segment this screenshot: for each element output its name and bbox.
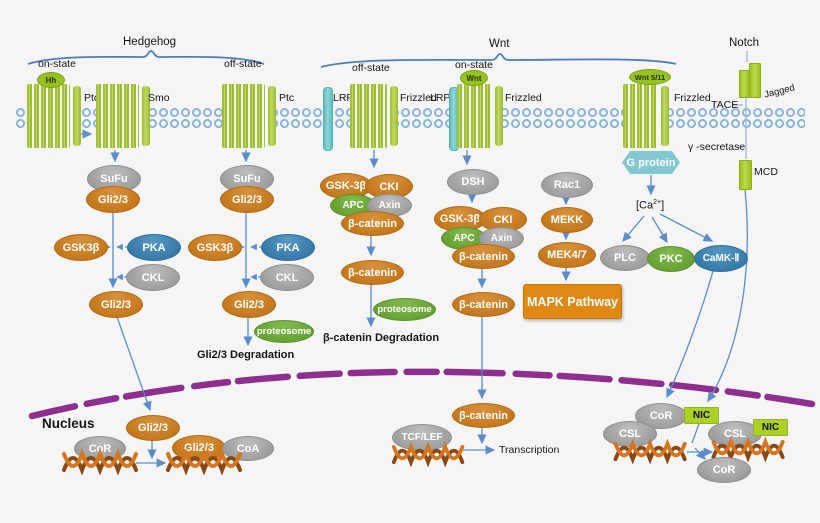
frizzled-nc-helices	[623, 84, 658, 148]
frizzled-receptor-noncanonical	[623, 84, 669, 148]
pka-node-on: PKA	[127, 234, 181, 261]
ptc-off-helices	[222, 84, 265, 148]
calcium-open: [Ca	[636, 199, 654, 212]
camk2-node: CaMK-Ⅱ	[694, 245, 748, 272]
hedgehog-off-state-label: off-state	[224, 58, 262, 70]
gamma-secretase-label: γ -secretase	[688, 141, 746, 153]
hh-ligand: Hh	[37, 72, 65, 88]
wnt-cki-off: CKI	[365, 174, 413, 199]
pkc-node: PKC	[647, 246, 695, 272]
jagged-ligand	[749, 63, 761, 98]
gli23-dna-node: Gli2/3	[172, 435, 226, 461]
frizzled-on-bar	[495, 86, 503, 146]
smo-receptor-helices	[96, 84, 139, 148]
frizzled-nc-bar	[661, 86, 669, 146]
transcription-label: Transcription	[499, 444, 560, 456]
frizzled-label-nc: Frizzled	[674, 92, 711, 104]
ptc-label-on: Ptc	[84, 92, 100, 104]
wnt-brace	[320, 53, 677, 68]
ckl-node-on: CKL	[126, 264, 180, 291]
dsh-node: DSH	[447, 169, 499, 195]
ptc-receptor-off	[222, 84, 276, 148]
proteosome-node-hh: proteosome	[254, 320, 314, 343]
wnt-bcatenin-free-on: β-catenin	[452, 292, 515, 317]
wnt-bcatenin-complex-on: β-catenin	[452, 244, 515, 269]
plc-node: PLC	[600, 245, 650, 271]
wnt-bcatenin-complex-off: β-catenin	[341, 211, 404, 236]
pka-node-off: PKA	[261, 234, 315, 261]
hedgehog-brace	[27, 50, 265, 65]
gli23-degradation-label: Gli2/3 Degradation	[197, 349, 295, 361]
gsk3b-node-off: GSK3β	[188, 234, 242, 261]
ptc-receptor-on	[27, 84, 81, 148]
ptc-receptor-bar	[73, 86, 81, 146]
nuclear-gli23-node: Gli2/3	[126, 415, 180, 441]
cor-displaced-node: CoR	[697, 457, 751, 483]
smo-receptor	[96, 84, 150, 148]
dna-helix-4	[613, 439, 687, 464]
calcium-label: [Ca2+]	[636, 199, 664, 212]
bcatenin-degradation-label: β-catenin Degradation	[323, 332, 440, 344]
wnt-title: Wnt	[489, 38, 510, 50]
rac1-node: Rac1	[541, 172, 593, 198]
ptc-receptor-helices	[27, 84, 70, 148]
hedgehog-title: Hedgehog	[123, 36, 177, 48]
dna-helix-3	[391, 442, 465, 467]
smo-receptor-bar	[142, 86, 150, 146]
mek47-node: MEK4/7	[538, 242, 596, 268]
frizzled-label-on: Frizzled	[505, 92, 542, 104]
g-protein-node: G protein	[622, 151, 680, 174]
lrp-receptor-off	[323, 87, 333, 151]
frizzled-off-helices	[350, 84, 387, 148]
nuclear-bcatenin-node: β-catenin	[452, 403, 515, 428]
tcflef-node: TCF/LEF	[392, 424, 452, 451]
gli23-node-off: Gli2/3	[220, 186, 274, 213]
mcd-fragment	[739, 160, 752, 190]
tace-label: TACE	[711, 99, 739, 111]
smo-label: Smo	[148, 92, 170, 104]
frizzled-label-off: Frizzled	[400, 92, 437, 104]
mapk-pathway-box: MAPK Pathway	[523, 284, 622, 319]
mekk-node: MEKK	[541, 207, 593, 233]
ckl-node-off: CKL	[260, 264, 314, 291]
frizzled-receptor-on	[457, 84, 503, 148]
cell-membrane	[15, 107, 805, 129]
frizzled-receptor-off	[350, 84, 398, 148]
frizzled-on-helices	[457, 84, 492, 148]
gli23-node-on: Gli2/3	[86, 186, 140, 213]
nucleus-label: Nucleus	[42, 416, 95, 431]
wnt-5-11-ligand: Wnt 5/11	[629, 69, 671, 85]
hedgehog-on-state-label: on-state	[38, 58, 76, 70]
nic-node-2: NIC	[753, 419, 788, 436]
dna-helix-2	[166, 449, 242, 475]
dna-helix-5	[711, 437, 785, 462]
gli23-degraded-node: Gli2/3	[222, 291, 276, 318]
proteosome-node-wnt: proteosome	[373, 298, 436, 321]
calcium-superscript: 2+	[653, 199, 662, 206]
wnt-on-state-label: on-state	[455, 59, 493, 71]
ptc-off-bar	[268, 86, 276, 146]
csl-node-1: CSL	[603, 421, 657, 447]
mcd-label: MCD	[754, 166, 778, 178]
frizzled-off-bar	[390, 86, 398, 146]
gsk3b-node-on: GSK3β	[54, 234, 108, 261]
calcium-close: ]	[661, 199, 665, 212]
ptc-label-off: Ptc	[279, 92, 295, 104]
nuclear-envelope	[28, 368, 816, 420]
dna-helix-1	[62, 449, 138, 475]
lrp-label-on: LRP	[430, 92, 451, 104]
notch-title: Notch	[729, 37, 760, 49]
lrp-label-off: LRP	[333, 92, 354, 104]
wnt-ligand: Wnt	[460, 70, 488, 86]
wnt-bcatenin-free-off: β-catenin	[341, 260, 404, 285]
gli23-activated-node: Gli2/3	[89, 291, 143, 318]
nic-node-1: NIC	[684, 407, 719, 424]
wnt-off-state-label: off-state	[352, 62, 390, 74]
